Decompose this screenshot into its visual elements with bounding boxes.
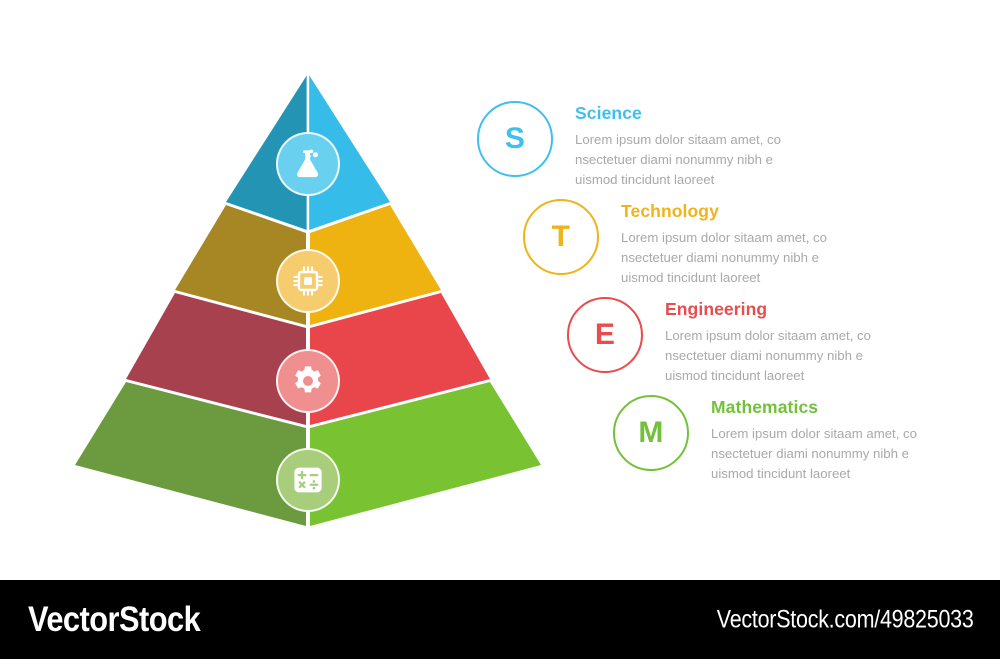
tier-badge-technology[interactable] [276,249,340,313]
cpu-chip-icon [293,266,323,296]
legend-item-mathematics[interactable]: M Mathematics Lorem ipsum dolor sitaam a… [613,395,923,484]
tier-science-left-face [226,75,307,230]
legend-text-mathematics: Mathematics Lorem ipsum dolor sitaam ame… [711,395,923,484]
legend-description-technology: Lorem ipsum dolor sitaam amet, co nsecte… [621,230,827,286]
legend-title-science: Science [575,103,642,123]
legend-title-mathematics: Mathematics [711,397,819,417]
legend-item-technology[interactable]: T Technology Lorem ipsum dolor sitaam am… [523,199,833,288]
pyramid-svg [75,75,541,528]
flask-icon [297,149,319,178]
legend-item-science[interactable]: S Science Lorem ipsum dolor sitaam amet,… [477,101,787,190]
legend-circle-technology: T [523,199,599,275]
legend-item-engineering[interactable]: E Engineering Lorem ipsum dolor sitaam a… [567,297,877,386]
tier-technology-left-face [175,205,306,325]
tier-mathematics-right-face [310,382,541,526]
tier-science-right-face [309,75,390,230]
tier-badge-engineering[interactable] [276,349,340,413]
legend-letter-mathematics: M [638,416,664,449]
vectorstock-url: VectorStock.com/49825033 [717,605,974,633]
legend-description-mathematics: Lorem ipsum dolor sitaam amet, co nsecte… [711,426,917,482]
gear-icon [295,366,321,393]
legend-letter-engineering: E [594,318,616,351]
legend-description-engineering: Lorem ipsum dolor sitaam amet, co nsecte… [665,328,871,384]
legend-letter-science: S [504,122,526,155]
tier-mathematics-left-face [75,382,306,526]
legend-text-technology: Technology Lorem ipsum dolor sitaam amet… [621,199,833,288]
legend-text-engineering: Engineering Lorem ipsum dolor sitaam ame… [665,297,877,386]
pyramid-tier-science[interactable] [226,75,390,230]
tier-badge-science[interactable] [276,132,340,196]
tier-technology-right-face [310,205,441,325]
legend-description-science: Lorem ipsum dolor sitaam amet, co nsecte… [575,132,781,188]
legend-circle-engineering: E [567,297,643,373]
legend-letter-technology: T [551,220,571,253]
tier-engineering-right-face [310,293,490,425]
vectorstock-logo: VectorStock [28,599,201,639]
tier-badge-mathematics[interactable] [276,448,340,512]
legend-text-science: Science Lorem ipsum dolor sitaam amet, c… [575,101,787,190]
pyramid-tier-technology[interactable] [175,205,441,325]
infographic-canvas: S Science Lorem ipsum dolor sitaam amet,… [75,0,1000,580]
pyramid-tier-mathematics[interactable] [75,382,541,526]
legend-list: S Science Lorem ipsum dolor sitaam amet,… [455,0,1000,580]
legend-circle-mathematics: M [613,395,689,471]
watermark-footer: VectorStock VectorStock.com/49825033 [0,580,1000,659]
legend-title-technology: Technology [621,201,719,221]
stem-pyramid [75,75,541,528]
legend-circle-science: S [477,101,553,177]
tier-engineering-left-face [126,293,306,425]
legend-title-engineering: Engineering [665,299,768,319]
pyramid-tier-engineering[interactable] [126,293,490,425]
calculator-icon [294,467,322,493]
